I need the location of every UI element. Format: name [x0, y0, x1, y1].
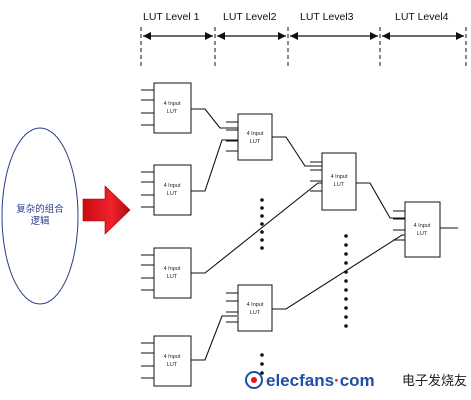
watermark-dot: ·: [334, 371, 340, 390]
red-arrow-icon: [82, 185, 131, 235]
lut-block: 4 Input LUT: [310, 152, 357, 211]
svg-text:4 Input: 4 Input: [331, 174, 348, 180]
svg-text:4 Input: 4 Input: [164, 183, 181, 189]
lut-block: 4 Input LUT: [141, 82, 192, 134]
ellipsis-dots-icon: [260, 353, 264, 375]
oval-label-line2: 逻辑: [30, 215, 50, 227]
svg-text:LUT: LUT: [167, 362, 178, 368]
svg-text:LUT: LUT: [417, 231, 428, 237]
watermark-suffix: com: [340, 371, 375, 390]
ellipsis-dots-icon: [344, 234, 348, 328]
svg-text:LUT: LUT: [167, 274, 178, 280]
lut-block: 4 Input LUT: [141, 164, 192, 216]
level-2-label: LUT Level2: [223, 11, 277, 23]
wire-l1b-l2a: [191, 139, 238, 192]
lut-block: 4 Input LUT: [226, 284, 273, 332]
elecfans-watermark: elecfans·com 电子发烧友: [245, 371, 467, 390]
lut-block: 4 Input LUT: [141, 247, 192, 299]
level-4-label: LUT Level4: [395, 11, 449, 23]
connections: [191, 108, 458, 361]
svg-text:LUT: LUT: [334, 182, 345, 188]
svg-text:4 Input: 4 Input: [247, 131, 264, 137]
oval-label-line1: 复杂的组合: [16, 203, 64, 215]
level-1-label: LUT Level 1: [143, 11, 200, 23]
svg-text:elecfans·com: elecfans·com: [266, 371, 375, 390]
svg-text:4 Input: 4 Input: [414, 223, 431, 229]
svg-text:4 Input: 4 Input: [164, 266, 181, 272]
lut-block: 4 Input LUT: [393, 201, 441, 258]
wire-l3-l4: [356, 182, 405, 219]
svg-text:LUT: LUT: [250, 139, 261, 145]
complex-logic-oval: 复杂的组合 逻辑: [1, 127, 79, 305]
lut-block: 4 Input LUT: [226, 113, 273, 161]
svg-text:LUT: LUT: [167, 191, 178, 197]
svg-text:4 Input: 4 Input: [164, 354, 181, 360]
svg-text:4 Input: 4 Input: [247, 302, 264, 308]
lut-block: 4 Input LUT: [141, 335, 192, 387]
wire-l2b-l4: [272, 234, 405, 310]
watermark-prefix: elecfans: [266, 371, 334, 390]
wire-l1a-l2a: [191, 108, 238, 129]
wire-l1c-l3: [191, 182, 322, 274]
svg-text:4 Input: 4 Input: [164, 101, 181, 107]
wire-l1d-l2b: [191, 315, 237, 361]
level-3-label: LUT Level3: [300, 11, 354, 23]
svg-text:LUT: LUT: [250, 310, 261, 316]
wire-l2a-l3: [272, 136, 322, 167]
svg-text:LUT: LUT: [167, 109, 178, 115]
ellipsis-dots-icon: [260, 198, 264, 250]
level-header: LUT Level 1 LUT Level2 LUT Level3 LUT Le…: [140, 11, 467, 67]
watermark-cn: 电子发烧友: [402, 373, 467, 389]
